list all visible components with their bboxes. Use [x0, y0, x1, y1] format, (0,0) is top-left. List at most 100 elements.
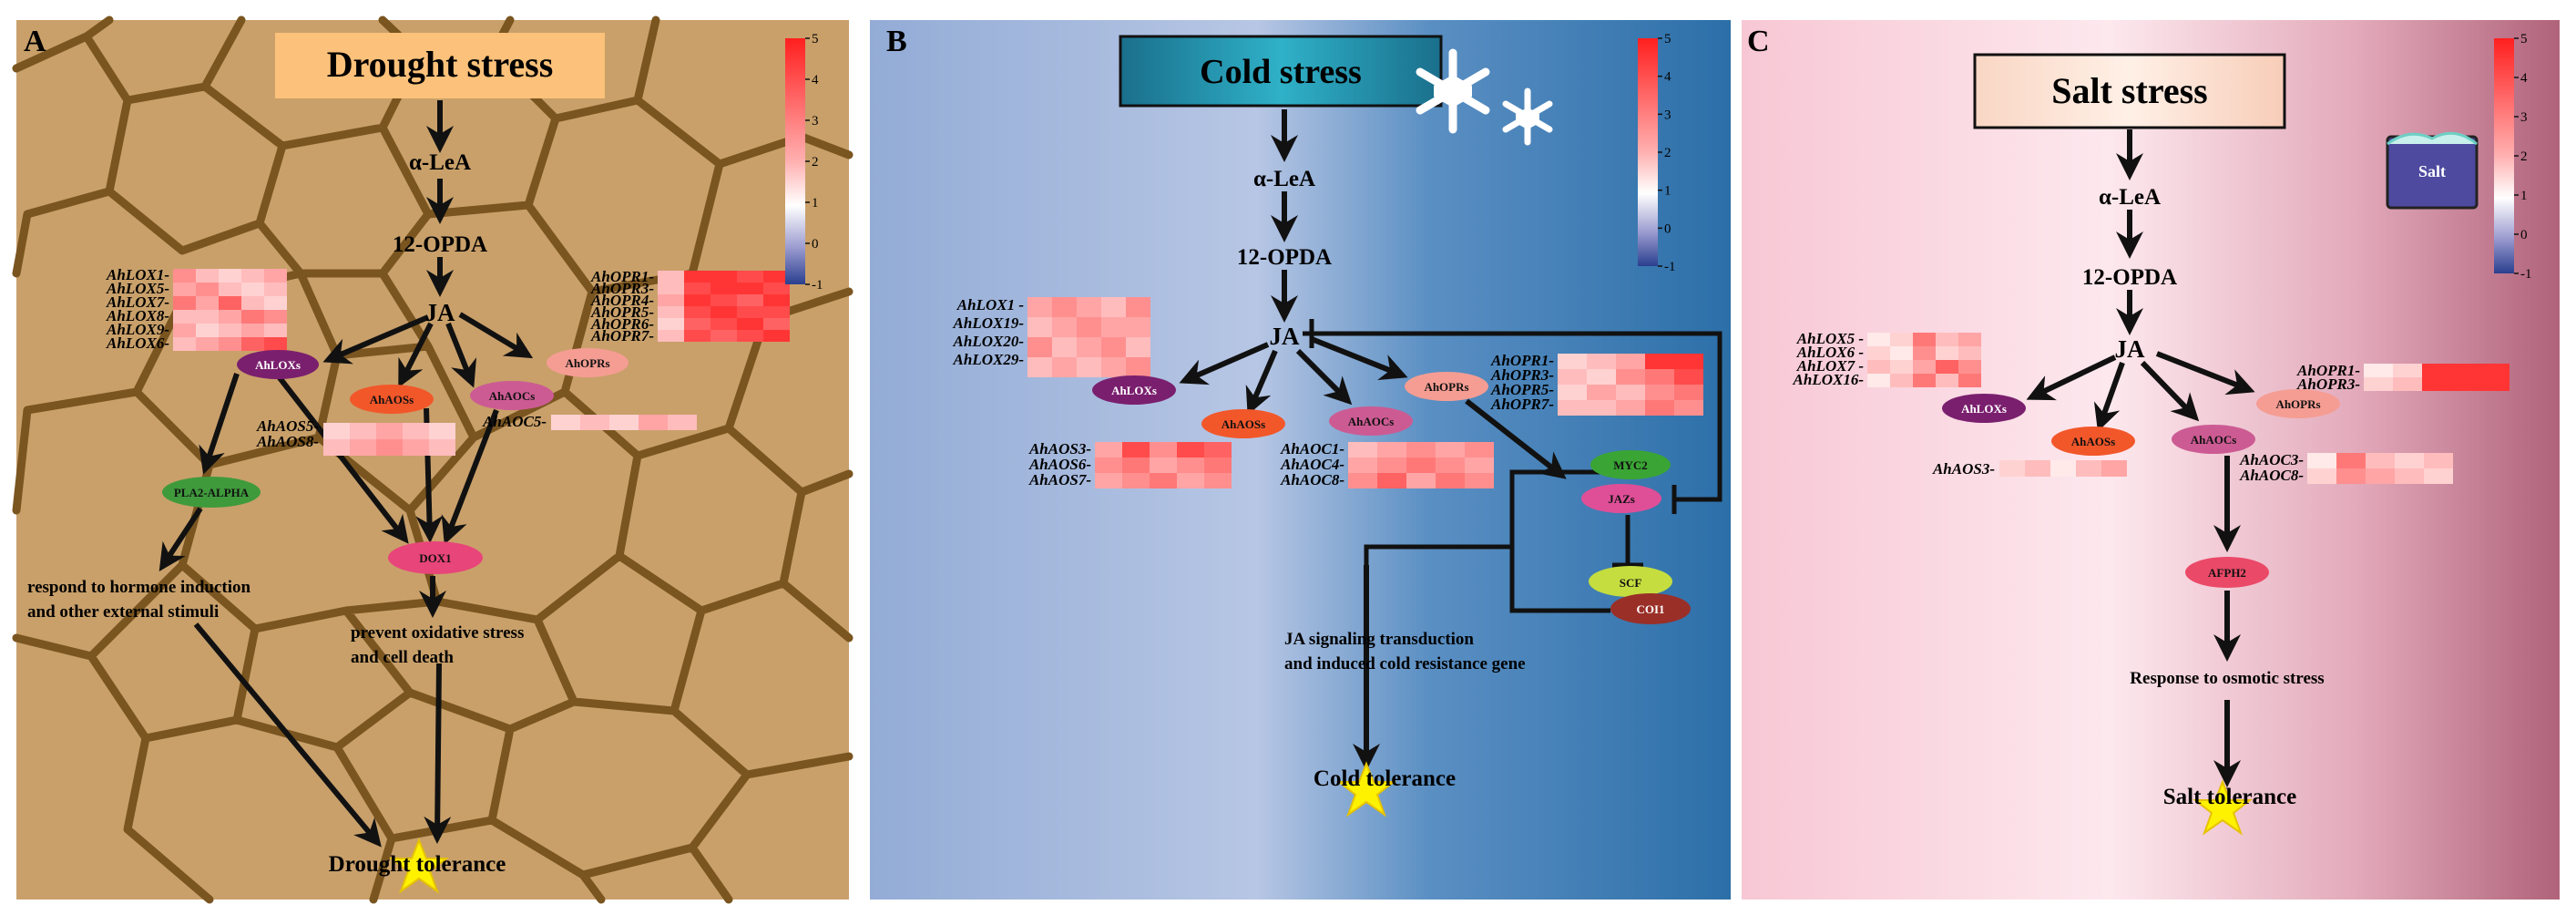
- heatmap-cell: [737, 330, 763, 342]
- heatmap-cell: [1052, 297, 1077, 317]
- gene-label: AhAOS3-: [1028, 440, 1091, 458]
- panel-a-respond-line2: and other external stimuli: [27, 602, 219, 622]
- heatmap-cell: [580, 415, 609, 430]
- colorbar-tick-label: 0: [812, 237, 819, 252]
- gene-label: AhAOS6-: [1028, 456, 1091, 473]
- heatmap-cell: [609, 415, 639, 430]
- panel-b-aoc-heatmap: [1348, 442, 1494, 488]
- heatmap-cell: [219, 269, 241, 283]
- panel-c-lox-node: [1942, 394, 2026, 423]
- gene-label: AhLOX1-: [106, 266, 169, 283]
- heatmap-cell: [1095, 473, 1122, 488]
- heatmap-cell: [763, 283, 790, 294]
- heatmap-cell: [1377, 458, 1406, 473]
- heatmap-cell: [1027, 317, 1052, 337]
- heatmap-cell: [1150, 442, 1177, 458]
- heatmap-cell: [241, 310, 264, 324]
- heatmap-cell: [1348, 458, 1377, 473]
- snowflake-large-icon: [1416, 48, 1490, 134]
- heatmap-cell: [2307, 468, 2336, 484]
- gene-label: AhOPR3-: [2296, 375, 2360, 393]
- heatmap-cell: [1027, 357, 1052, 377]
- gene-label: AhLOX1 -: [956, 296, 1025, 314]
- heatmap-cell: [196, 269, 219, 283]
- heatmap-cell: [1958, 333, 1981, 346]
- heatmap-cell: [219, 337, 241, 351]
- gene-label: AhLOX6-: [106, 334, 169, 352]
- gene-label: AhAOC1-: [1280, 440, 1344, 458]
- heatmap-cell: [2393, 377, 2422, 391]
- panel-c-afph-node: [2185, 557, 2269, 588]
- heatmap-cell: [2101, 460, 2127, 477]
- heatmap-cell: [196, 324, 219, 337]
- heatmap-cell: [323, 423, 350, 439]
- panel-b-aoc-genes: AhAOC1-AhAOC4-AhAOC8-: [1280, 440, 1344, 488]
- heatmap-cell: [264, 269, 287, 283]
- panel-a-title: Drought stress: [327, 44, 554, 85]
- heatmap-cell: [2395, 453, 2424, 468]
- panel-a-dox-node: [388, 541, 483, 574]
- heatmap-cell: [1095, 442, 1122, 458]
- heatmap-cell: [173, 324, 196, 337]
- heatmap-cell: [710, 330, 737, 342]
- heatmap-cell: [1027, 297, 1052, 317]
- heatmap-cell: [2451, 377, 2480, 391]
- heatmap-cell: [1348, 442, 1377, 458]
- heatmap-cell: [684, 271, 710, 283]
- heatmap-cell: [219, 296, 241, 310]
- panel-c-aos-genes: AhAOS3-: [1932, 460, 1995, 478]
- heatmap-cell: [1936, 374, 1958, 387]
- gene-label: AhLOX20-: [953, 333, 1025, 350]
- panel-b-aoc-label: AhAOCs: [1348, 415, 1395, 428]
- panel-b-lox-node: [1092, 375, 1176, 405]
- panel-a-lea: α-LeA: [409, 150, 471, 175]
- heatmap-cell: [1052, 357, 1077, 377]
- colorbar-tick-label: 3: [1664, 108, 1671, 122]
- panel-a-aos-heatmap: [323, 423, 455, 456]
- heatmap-cell: [639, 415, 668, 430]
- colorbar-tick-label: 1: [1664, 184, 1671, 199]
- heatmap-cell: [1674, 385, 1703, 400]
- panel-c-tolerance: Salt tolerance: [2163, 785, 2296, 809]
- panel-a-lox-label: AhLOXs: [255, 358, 301, 372]
- panel-a-opda: 12-OPDA: [393, 232, 487, 257]
- heatmap-cell: [2422, 377, 2451, 391]
- heatmap-cell: [710, 283, 737, 294]
- heatmap-cell: [1027, 337, 1052, 357]
- heatmap-cell: [241, 269, 264, 283]
- panel-a-opr-heatmap: [658, 271, 790, 342]
- panel-b-jaz-label: JAZs: [1608, 492, 1635, 506]
- heatmap-cell: [684, 306, 710, 318]
- gene-label: AhOPR1-: [1490, 352, 1554, 369]
- heatmap-cell: [2395, 468, 2424, 484]
- heatmap-cell: [2364, 364, 2393, 377]
- heatmap-cell: [2451, 364, 2480, 377]
- gene-label: AhLOX6 -: [1796, 344, 1865, 361]
- panel-c-aoc-label: AhAOCs: [2191, 433, 2237, 447]
- gene-label: AhLOX9-: [106, 321, 169, 338]
- gene-label: AhOPR1-: [590, 268, 654, 285]
- panel-c-tolerance-star: [2193, 779, 2253, 836]
- heatmap-cell: [1052, 317, 1077, 337]
- heatmap-cell: [1101, 337, 1126, 357]
- gene-label: AhAOC8-: [2239, 467, 2304, 484]
- heatmap-cell: [1377, 473, 1406, 488]
- gene-label: AhOPR5-: [590, 303, 654, 321]
- heatmap-cell: [1177, 442, 1204, 458]
- heatmap-cell: [376, 423, 403, 439]
- panel-a-aos-node: [350, 385, 434, 414]
- panel-a-aoc-label: AhAOCs: [489, 389, 536, 403]
- panel-a-aoc-heatmap: [551, 415, 697, 430]
- heatmap-cell: [264, 337, 287, 351]
- heatmap-cell: [2424, 453, 2453, 468]
- heatmap-cell: [1177, 473, 1204, 488]
- heatmap-cell: [2480, 377, 2510, 391]
- heatmap-cell: [1150, 473, 1177, 488]
- heatmap-cell: [710, 306, 737, 318]
- panel-b-coi-label: COI1: [1636, 602, 1664, 616]
- colorbar-tick-label: 2: [1664, 146, 1671, 160]
- colorbar-tick-label: 1: [812, 196, 819, 211]
- heatmap-cell: [658, 271, 684, 283]
